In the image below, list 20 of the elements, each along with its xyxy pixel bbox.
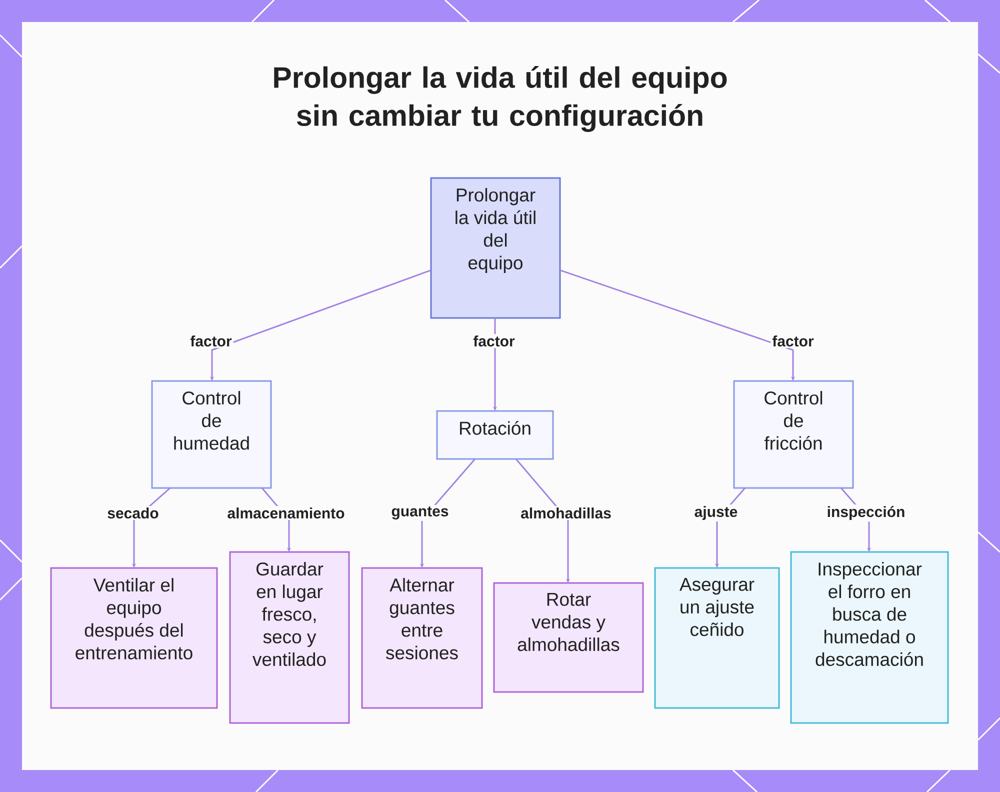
action-box: Asegurar un ajuste ceñido (654, 567, 780, 709)
edge-label: factor (472, 334, 516, 348)
action-box: Alternar guantes entre sesiones (361, 567, 483, 709)
category-box: Control de humedad (151, 380, 272, 489)
edge-label: almacenamiento (226, 506, 346, 520)
edge-label: inspección (825, 504, 907, 522)
action-box: Ventilar el equipo después del entrenamiento (50, 567, 218, 709)
category-box: Rotación (436, 410, 554, 460)
topic-box: Prolongar la vida útil del equipo (430, 177, 561, 319)
edge-label: almohadillas (519, 506, 613, 520)
edge-label: secado (106, 506, 160, 520)
edge-label: guantes (390, 505, 450, 521)
category-box: Control de fricción (733, 380, 854, 489)
action-box: Guardar en lugar fresco, seco y ventilado (229, 551, 350, 724)
edge-label: factor (770, 334, 816, 348)
title: Prolongar la vida útil del equipo sin cambiar tu configuración (274, 66, 727, 132)
action-box: Inspeccionar el forro en busca de humedad o descamación (790, 551, 949, 724)
edge-label: ajuste (692, 504, 740, 522)
edge-label: factor (188, 334, 234, 348)
action-box: Rotar vendas y almohadillas (493, 582, 644, 693)
